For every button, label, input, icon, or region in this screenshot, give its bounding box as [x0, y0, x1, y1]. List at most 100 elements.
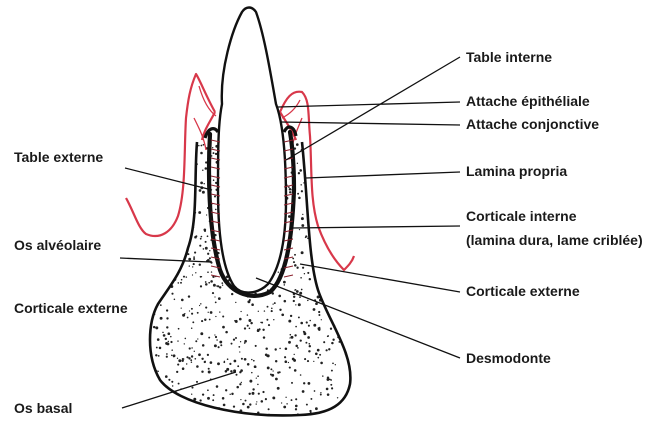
bone-stipple-dot: [285, 360, 288, 363]
bone-stipple-dot: [307, 360, 309, 362]
bone-stipple-dot: [315, 352, 318, 355]
bone-stipple-dot: [214, 334, 215, 335]
bone-stipple-dot: [272, 370, 273, 371]
bone-stipple-dot: [279, 309, 281, 311]
bone-stipple-dot: [176, 371, 178, 373]
bone-stipple-dot: [221, 282, 223, 284]
bone-stipple-dot: [222, 326, 225, 329]
bone-stipple-dot: [289, 337, 290, 338]
bone-stipple-dot: [270, 368, 272, 370]
bone-stipple-dot: [235, 337, 237, 339]
bone-stipple-dot: [235, 374, 237, 376]
bone-stipple-dot: [250, 322, 252, 324]
bone-stipple-dot: [239, 383, 241, 385]
bone-stipple-dot: [256, 377, 257, 378]
bone-stipple-dot: [278, 295, 281, 298]
bone-stipple-dot: [235, 321, 237, 323]
bone-stipple-dot: [223, 361, 225, 363]
bone-stipple-dot: [245, 400, 247, 402]
label-corticale-externe-left: Corticale externe: [14, 299, 128, 317]
bone-stipple-dot: [218, 297, 221, 300]
bone-stipple-dot: [277, 371, 279, 373]
bone-stipple-dot: [225, 389, 227, 391]
bone-stipple-dot: [332, 362, 334, 364]
bone-stipple-dot: [188, 258, 191, 261]
bone-stipple-dot: [195, 272, 196, 273]
bone-stipple-dot: [222, 315, 224, 317]
bone-stipple-dot: [171, 293, 173, 295]
bone-stipple-dot: [296, 267, 298, 269]
bone-stipple-dot: [310, 398, 312, 400]
bone-stipple-dot: [299, 229, 300, 230]
bone-stipple-dot: [266, 319, 268, 321]
bone-stipple-dot: [191, 308, 193, 310]
bone-stipple-dot: [198, 211, 201, 214]
bone-stipple-dot: [182, 358, 184, 360]
label-lamina-propria: Lamina propria: [466, 162, 567, 180]
bone-stipple-dot: [244, 327, 246, 329]
bone-stipple-dot: [191, 362, 192, 363]
bone-stipple-dot: [202, 169, 203, 170]
bone-stipple-dot: [257, 384, 259, 386]
bone-stipple-dot: [308, 325, 310, 327]
bone-stipple-dot: [177, 340, 178, 341]
bone-stipple-dot: [297, 193, 299, 195]
bone-stipple-dot: [209, 250, 210, 251]
bone-stipple-dot: [210, 311, 213, 314]
bone-stipple-dot: [216, 385, 219, 388]
bone-stipple-dot: [192, 266, 193, 267]
bone-stipple-dot: [262, 329, 264, 331]
bone-stipple-dot: [207, 354, 209, 356]
bone-stipple-dot: [313, 308, 316, 311]
bone-stipple-dot: [191, 387, 193, 389]
bone-stipple-dot: [168, 379, 170, 381]
bone-stipple-dot: [208, 312, 209, 313]
bone-stipple-dot: [275, 378, 278, 381]
bone-stipple-dot: [263, 336, 265, 338]
bone-stipple-dot: [184, 343, 185, 344]
bone-stipple-dot: [264, 310, 265, 311]
bone-stipple-dot: [234, 320, 235, 321]
bone-stipple-dot: [267, 366, 270, 369]
bone-stipple-dot: [302, 267, 304, 269]
bone-stipple-dot: [222, 285, 223, 286]
leader-os-basal: [122, 372, 236, 408]
bone-stipple-dot: [313, 324, 316, 327]
bone-stipple-dot: [290, 334, 292, 336]
bone-stipple-dot: [204, 230, 206, 232]
bone-stipple-dot: [205, 283, 206, 284]
label-corticale-externe-right: Corticale externe: [466, 282, 580, 300]
bone-stipple-dot: [241, 358, 243, 360]
bone-stipple-dot: [296, 290, 299, 293]
bone-stipple-dot: [331, 370, 333, 372]
bone-stipple-dot: [330, 384, 332, 386]
label-attache-conjonctive: Attache conjonctive: [466, 115, 599, 133]
bone-stipple-dot: [249, 403, 251, 405]
bone-stipple-dot: [177, 282, 179, 284]
bone-stipple-dot: [288, 186, 290, 188]
bone-stipple-dot: [207, 253, 209, 255]
bone-stipple-dot: [308, 382, 311, 385]
bone-stipple-dot: [212, 292, 214, 294]
bone-stipple-dot: [158, 355, 160, 357]
bone-stipple-dot: [215, 153, 217, 155]
bone-stipple-dot: [275, 348, 277, 350]
bone-stipple-dot: [327, 393, 330, 396]
bone-stipple-dot: [220, 344, 222, 346]
bone-stipple-dot: [305, 235, 307, 237]
bone-stipple-dot: [309, 278, 311, 280]
label-corticale-interne-detail: (lamina dura, lame criblée): [466, 231, 643, 249]
bone-stipple-dot: [195, 340, 197, 342]
bone-stipple-dot: [199, 399, 201, 401]
bone-stipple-dot: [214, 344, 217, 347]
bone-stipple-dot: [291, 382, 293, 384]
bone-stipple-dot: [335, 364, 336, 365]
bone-stipple-dot: [182, 367, 185, 370]
bone-stipple-dot: [290, 315, 292, 317]
bone-stipple-dot: [179, 360, 181, 362]
bone-stipple-dot: [239, 351, 240, 352]
bone-stipple-dot: [326, 388, 329, 391]
bone-stipple-dot: [294, 334, 296, 336]
bone-stipple-dot: [202, 344, 205, 347]
